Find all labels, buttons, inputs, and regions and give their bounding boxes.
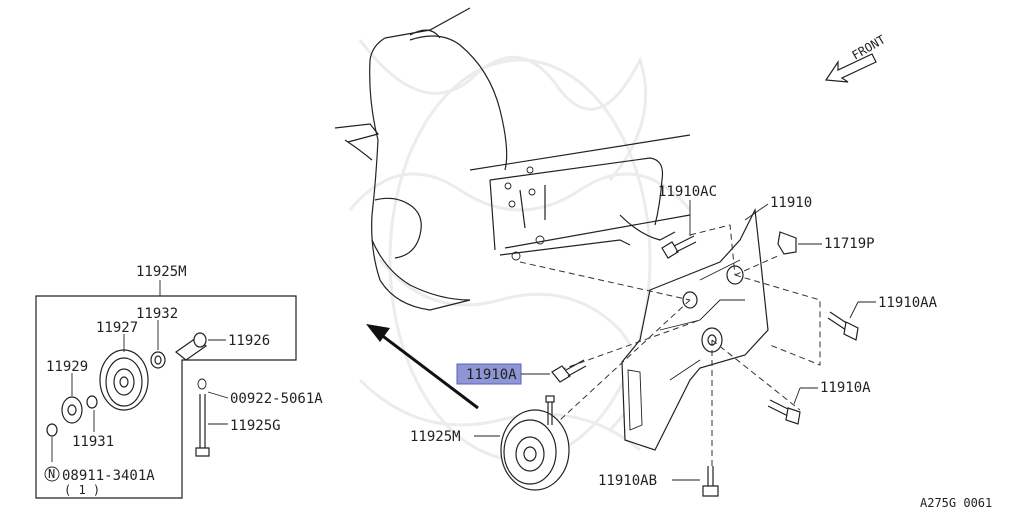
bolt-11910aa	[827, 311, 859, 341]
label-11931[interactable]: 11931	[72, 434, 114, 450]
washer-11931	[86, 395, 98, 409]
nut-08911	[46, 423, 58, 437]
bolt-11925g	[195, 394, 210, 457]
label-11910[interactable]: 11910	[770, 195, 812, 211]
label-11929[interactable]: 11929	[46, 359, 88, 375]
label-11926[interactable]: 11926	[228, 333, 270, 349]
label-08911-3401a[interactable]: 08911-3401A	[62, 468, 155, 484]
label-00922-5061a[interactable]: 00922-5061A	[230, 391, 323, 407]
figure-code: A275G 0061	[920, 496, 992, 510]
bolt-11910a-upper	[551, 359, 587, 383]
label-11932[interactable]: 11932	[136, 306, 178, 322]
clip-00922	[197, 378, 207, 390]
label-11910ac[interactable]: 11910AC	[658, 184, 717, 200]
explode-arrow	[366, 324, 479, 410]
shaft-11926	[174, 332, 208, 361]
label-11719p[interactable]: 11719P	[824, 236, 875, 252]
n-mark: N	[48, 467, 55, 481]
front-label: FRONT	[850, 32, 888, 62]
spacer-11932	[150, 351, 166, 369]
bolt-11910ab	[702, 466, 719, 497]
label-11925g[interactable]: 11925G	[230, 418, 281, 434]
bolt-11910a-lower	[767, 399, 801, 425]
label-11910aa[interactable]: 11910AA	[878, 295, 938, 311]
front-direction-indicator: FRONT	[824, 32, 888, 83]
bracket-11910	[621, 207, 769, 451]
clip-11719p	[777, 231, 797, 255]
idler-pulley-exploded-box: 11925M 11927 11932 11926 11929	[35, 264, 323, 499]
washer-11929	[61, 396, 83, 424]
quantity-label: ( 1 )	[64, 483, 100, 497]
label-11927[interactable]: 11927	[96, 320, 138, 336]
pulley-assembly-11925m	[500, 395, 570, 491]
label-11925m[interactable]: 11925M	[410, 429, 461, 445]
label-11910a[interactable]: 11910A	[820, 380, 871, 396]
assembly-guide-lines	[519, 224, 821, 470]
pulley-11927	[99, 349, 149, 411]
label-11925m-box[interactable]: 11925M	[136, 264, 187, 280]
label-11910ab[interactable]: 11910AB	[598, 473, 657, 489]
engine-block	[334, 7, 691, 311]
label-11910a-highlight[interactable]: 11910A	[466, 367, 517, 383]
bolt-11910ac	[661, 235, 697, 259]
